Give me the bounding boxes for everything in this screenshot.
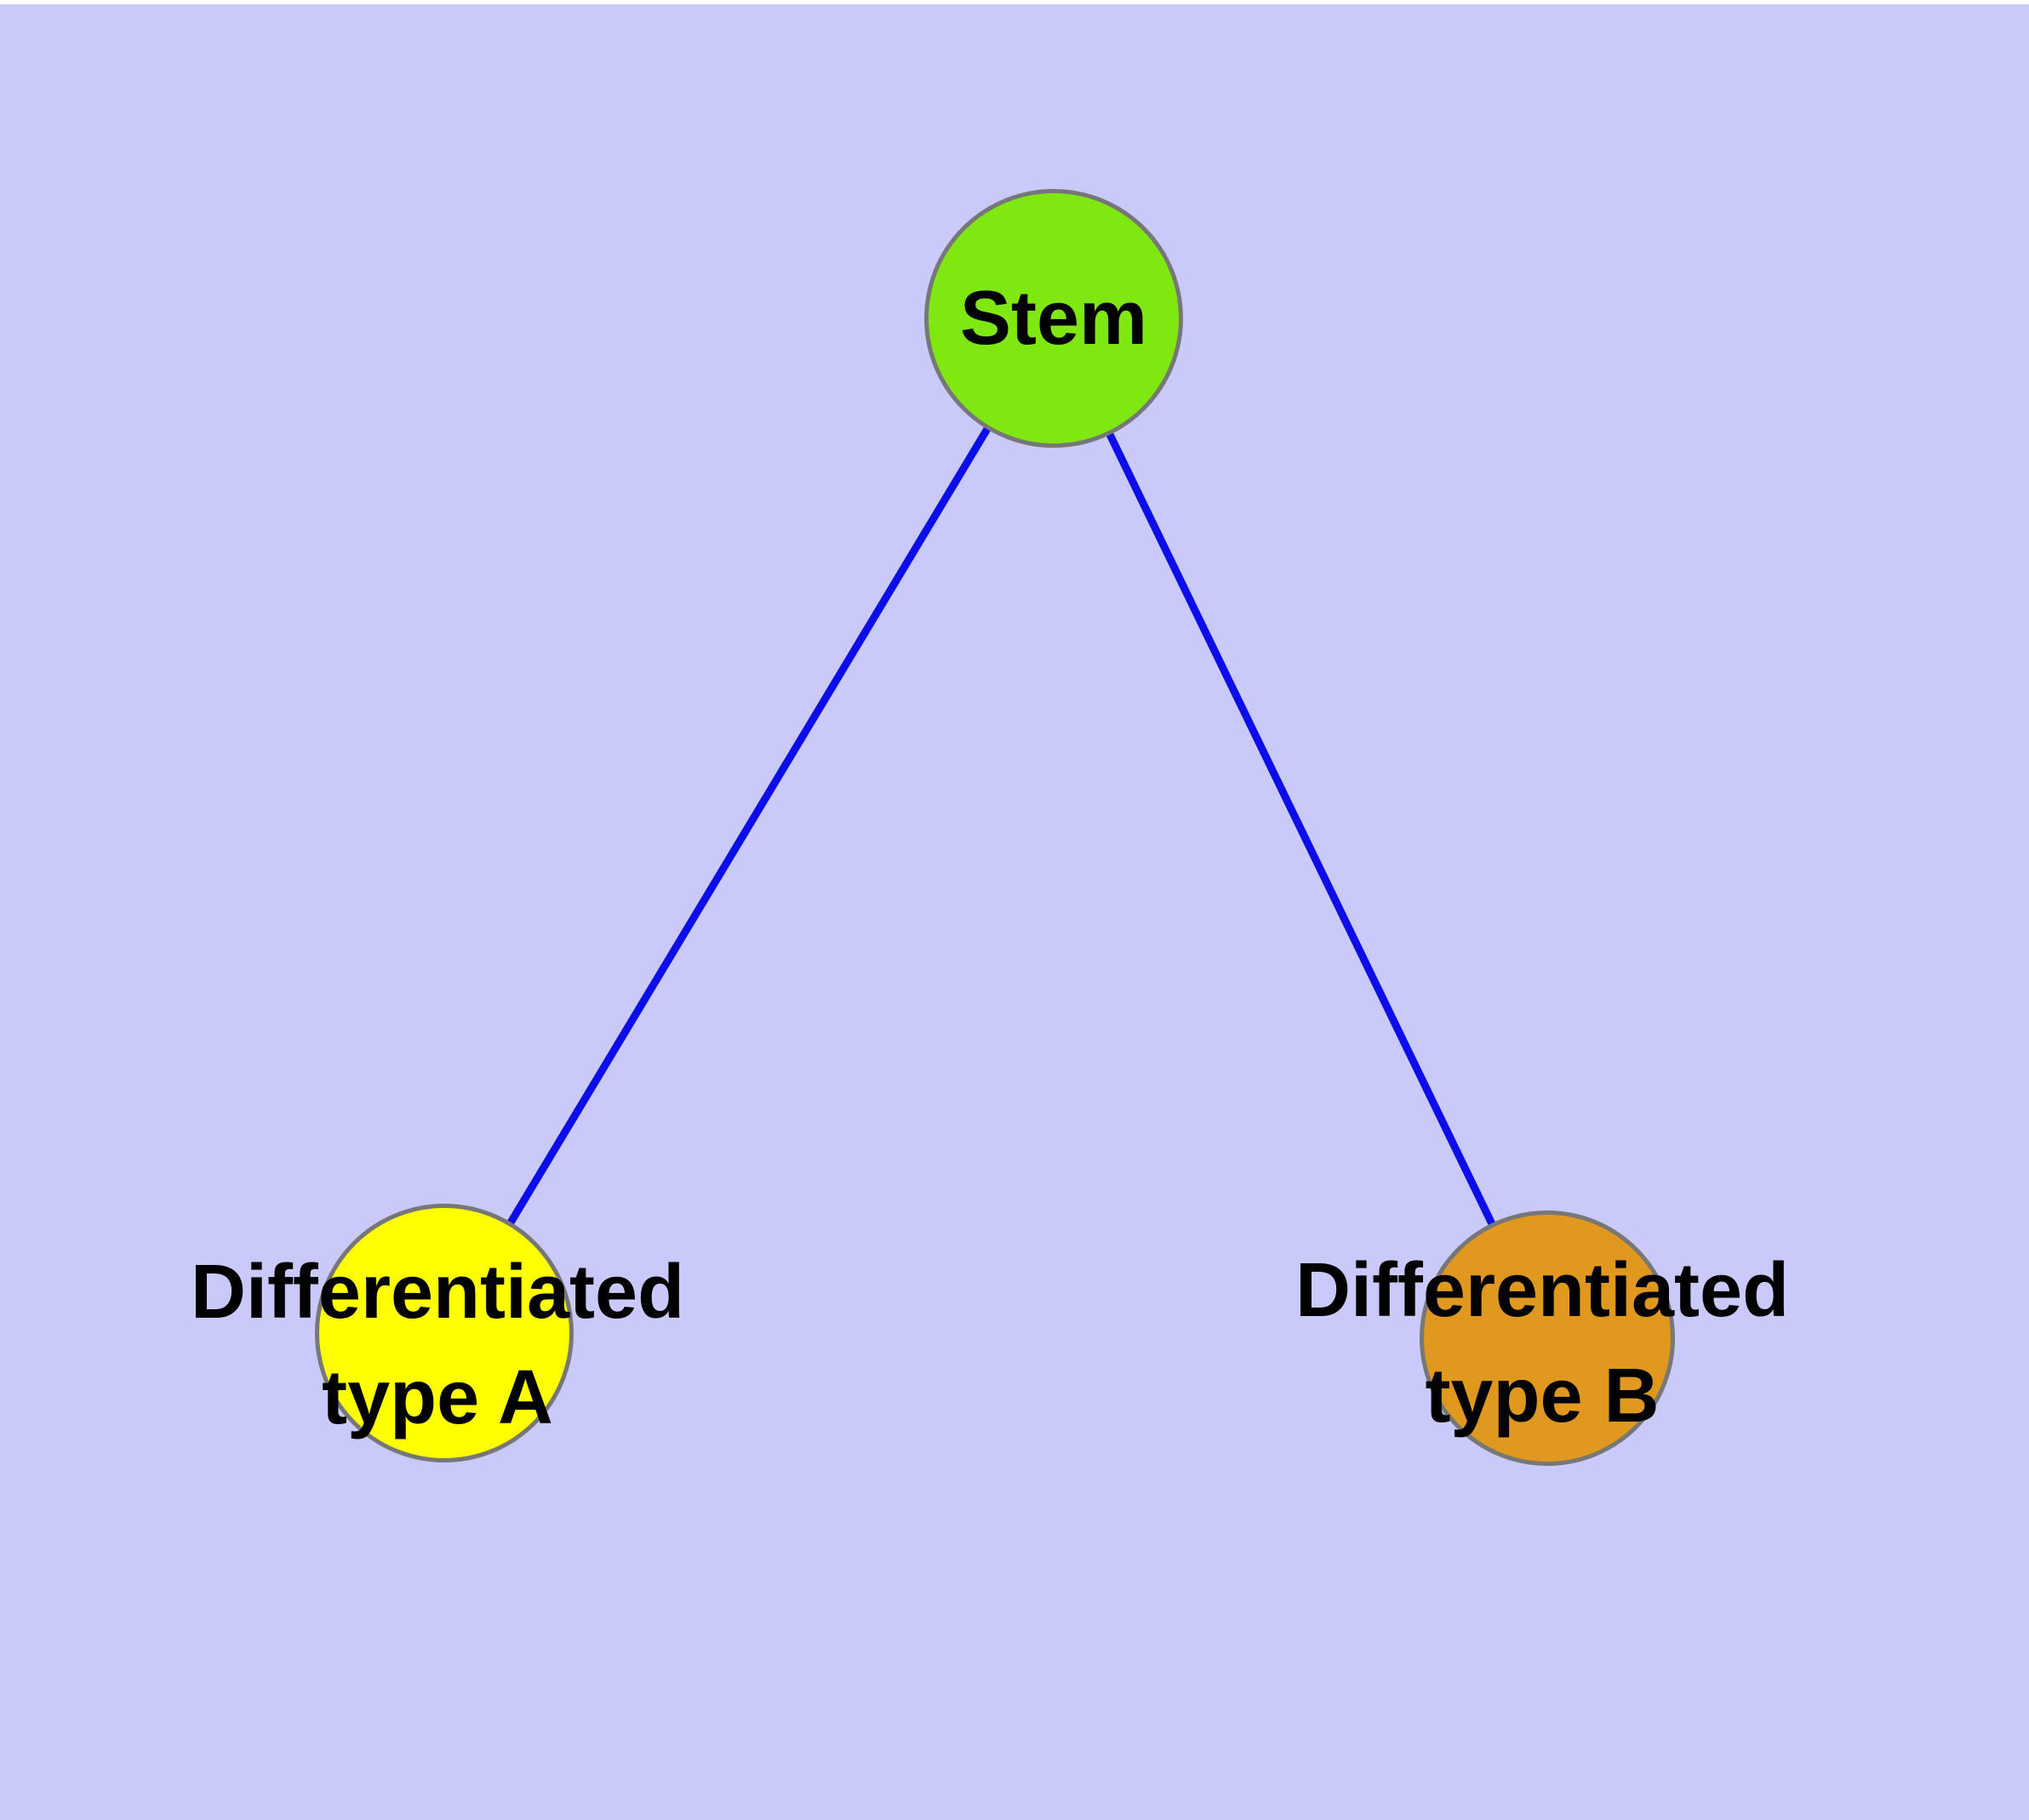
edge-stem-to-type-b — [1049, 314, 1552, 1342]
node-differentiated-type-a-label: Differentiated type A — [191, 1239, 684, 1451]
node-differentiated-type-b-label-line: type B — [1425, 1354, 1660, 1439]
node-differentiated-type-b-label-line: Differentiated — [1295, 1248, 1790, 1333]
edge-stem-to-type-a — [440, 314, 1058, 1337]
node-differentiated-type-a-label-line: type A — [322, 1355, 553, 1440]
node-stem — [924, 189, 1183, 448]
node-differentiated-type-b-label: Differentiated type B — [1295, 1238, 1789, 1449]
node-stem-label: Stem — [960, 266, 1147, 371]
canvas-top-margin — [0, 0, 2029, 4]
node-stem-label-line: Stem — [959, 276, 1148, 361]
node-differentiated-type-a — [315, 1204, 574, 1462]
node-differentiated-type-b — [1420, 1210, 1675, 1466]
node-differentiated-type-a-label-line: Differentiated — [190, 1250, 685, 1335]
